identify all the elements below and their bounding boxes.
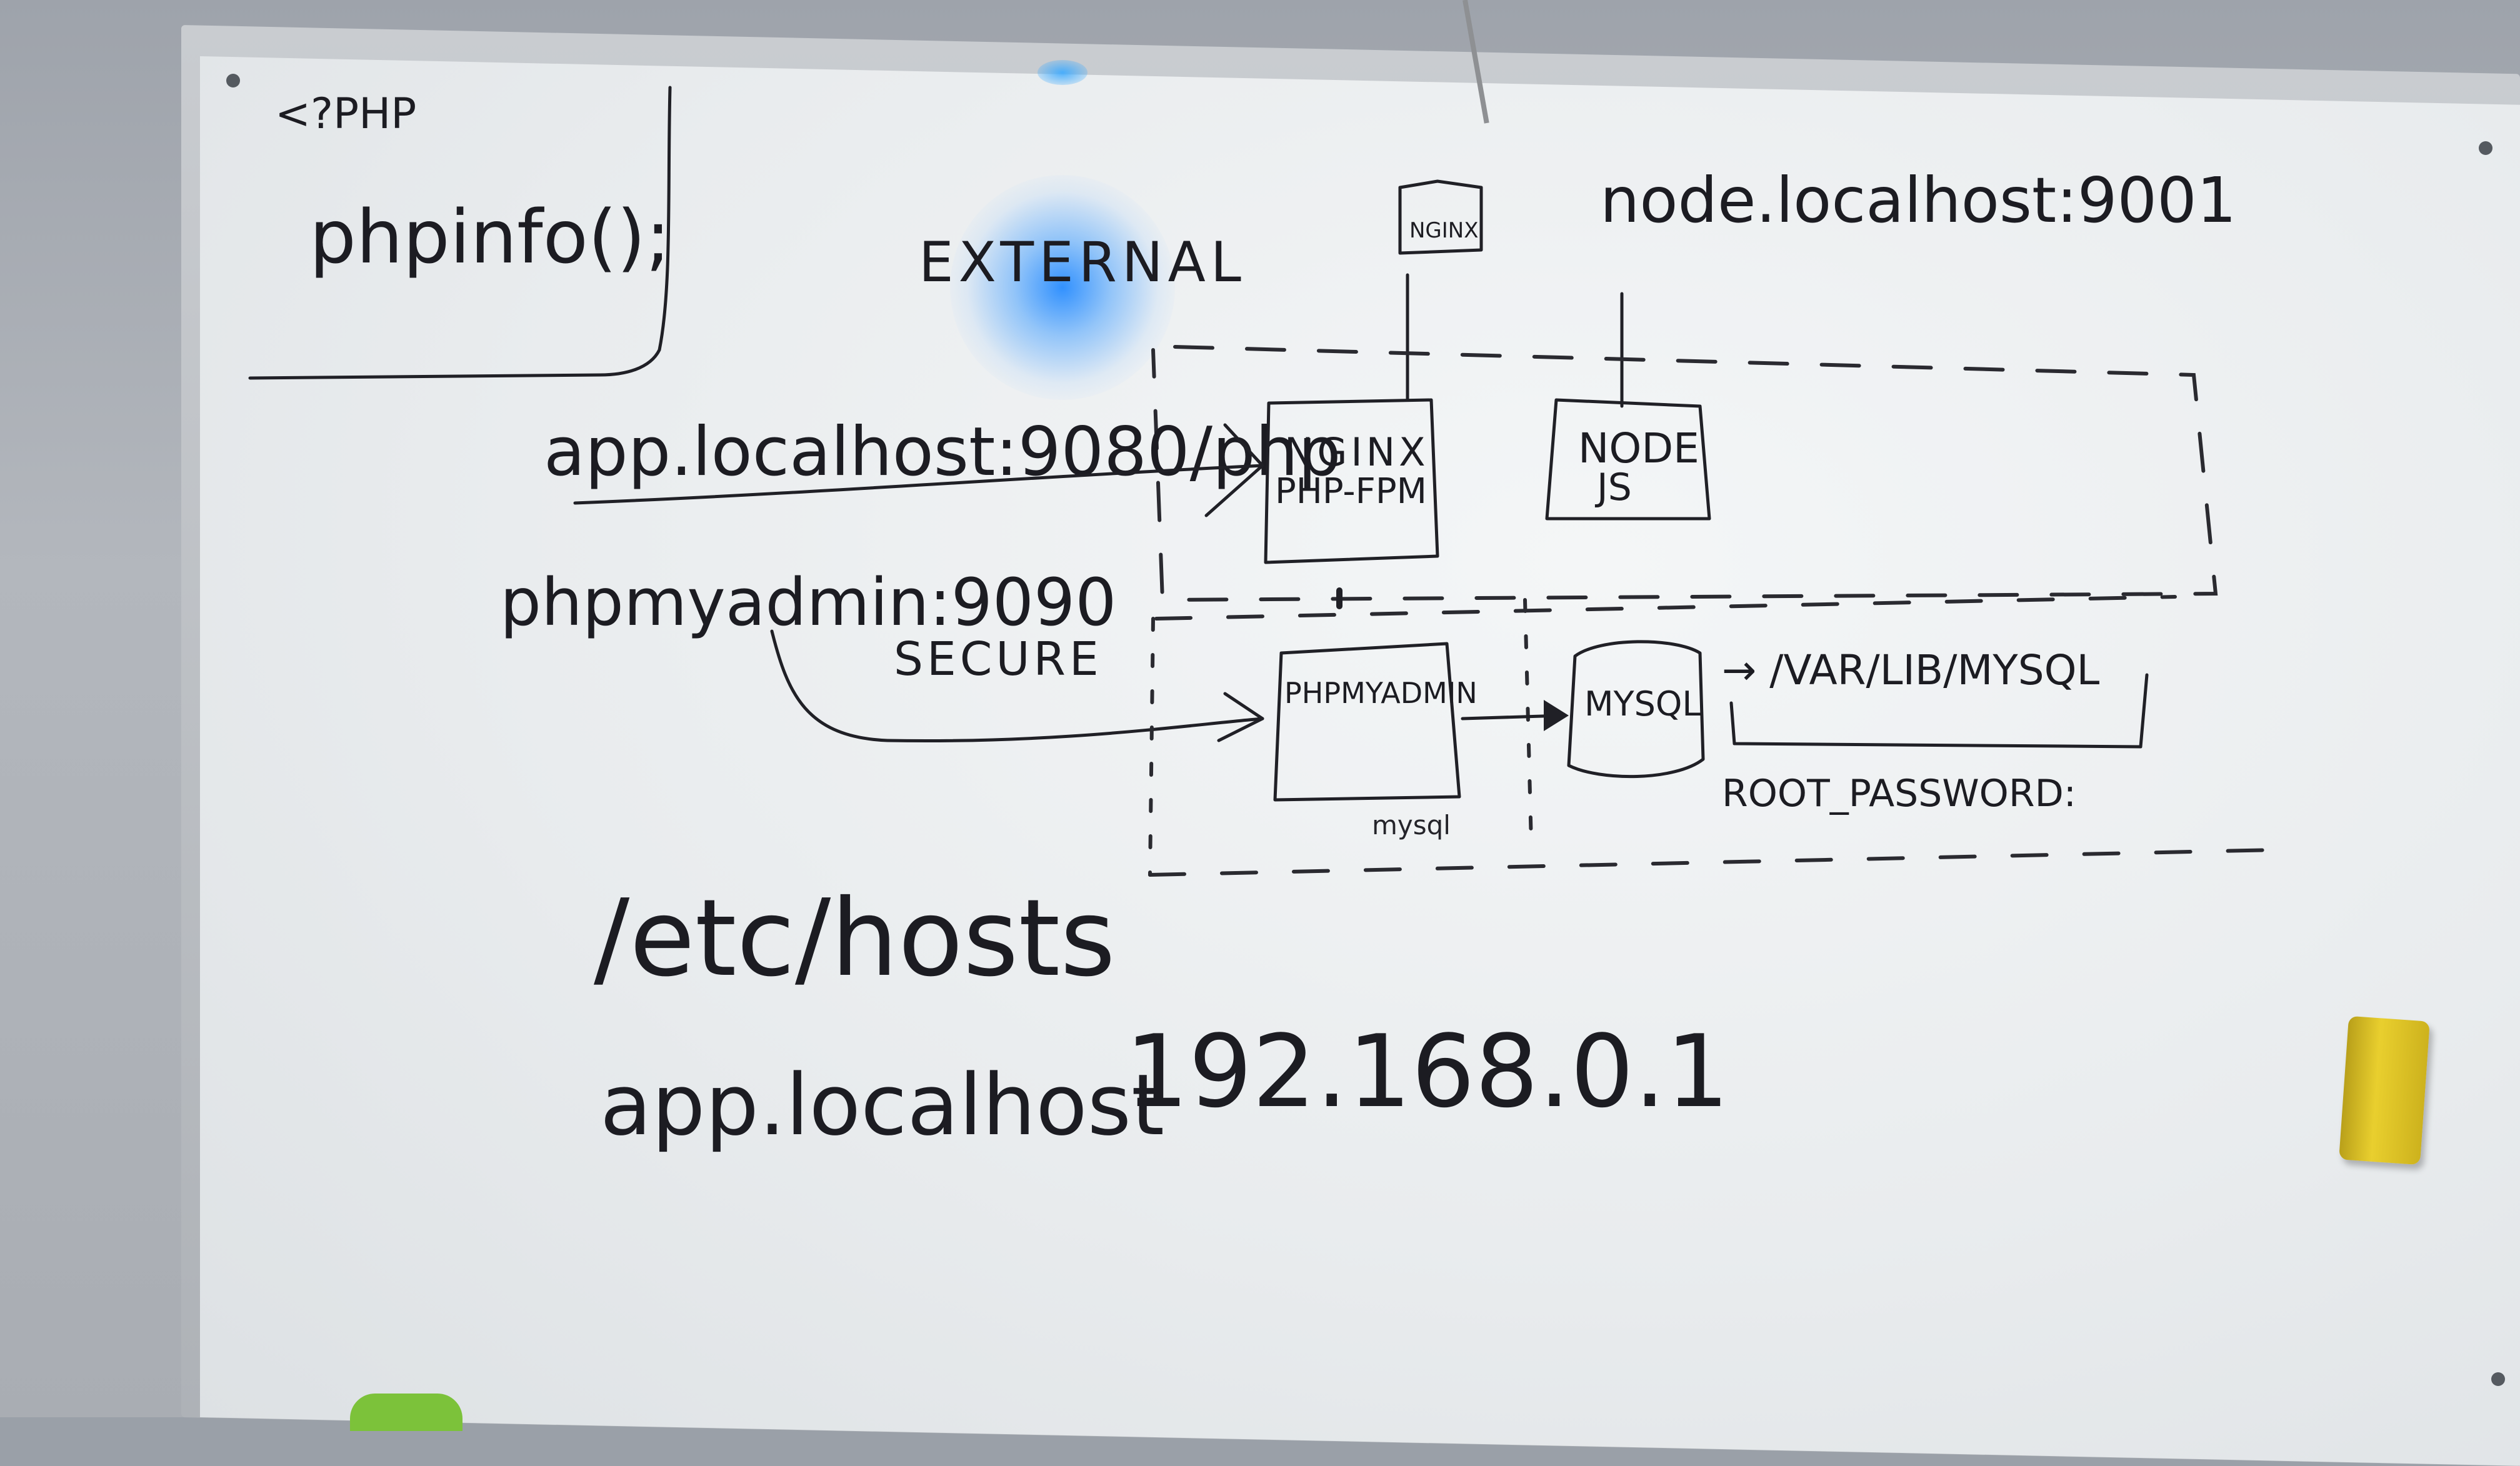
nginx-small-box (1398, 179, 1483, 255)
hosts-entry-host: app.localhost (600, 1056, 1164, 1154)
hosts-entry-ip: 192.168.0.1 (1125, 1013, 1729, 1130)
node-box-line1: NODE (1578, 424, 1699, 472)
nginx-box-line2: PHP-FPM (1275, 471, 1427, 512)
phpinfo-call: phpinfo(); (309, 194, 671, 280)
handwriting-layer: <?PHP phpinfo(); EXTERNAL NGINX node.loc… (248, 86, 2277, 1154)
mysql-path-bracket (1729, 673, 2149, 749)
app-url: app.localhost:9080/php (544, 413, 1341, 491)
php-box-border (248, 86, 672, 380)
phpmyadmin-url: phpmyadmin:9090 (500, 564, 1116, 641)
blue-light-glow (950, 175, 1175, 400)
board-screw-bottom-right (2491, 1372, 2505, 1386)
app-arrow-head (1204, 423, 1264, 517)
lower-dashed-top (1154, 595, 2177, 621)
external-label: EXTERNAL (919, 230, 1246, 294)
board-screw-top-right (2479, 141, 2492, 155)
php-open-tag: <?PHP (275, 89, 416, 139)
nginx-php-fpm-box (1264, 398, 1439, 564)
lower-dashed-left (1148, 617, 1155, 877)
nginx-small-label: NGINX (1409, 218, 1479, 243)
app-arrow-line (573, 464, 1264, 505)
board-screw-top-left (226, 74, 240, 87)
secure-label: SECURE (894, 632, 1102, 686)
frame-led-reflection (1038, 60, 1088, 85)
phpmyadmin-arrow-head (1217, 692, 1264, 742)
phpmyadmin-box (1273, 642, 1461, 802)
root-password: ROOT_PASSWORD: (1722, 772, 2076, 815)
node-js-box (1545, 398, 1711, 521)
upper-dashed-zone (1151, 345, 2218, 602)
node-box-line2: JS (1594, 466, 1632, 509)
lower-dashed-bottom (1148, 848, 2277, 877)
phpmyadmin-arrow-line (770, 629, 1264, 743)
lower-dashed-divider (1523, 598, 1533, 845)
node-url: node.localhost:9001 (1600, 164, 2236, 237)
db-arrow-head (1544, 700, 1569, 731)
mysql-small-label: mysql (1372, 810, 1451, 840)
mysql-cylinder (1567, 640, 1705, 779)
mysql-path: → /VAR/LIB/MYSQL (1722, 646, 2100, 694)
mysql-box-label: MYSQL (1584, 684, 1701, 724)
phpmyadmin-box-label: PHPMYADMIN (1284, 676, 1478, 710)
nginx-box-line1: NGINX (1284, 429, 1429, 475)
hosts-file: /etc/hosts (594, 877, 1116, 1000)
